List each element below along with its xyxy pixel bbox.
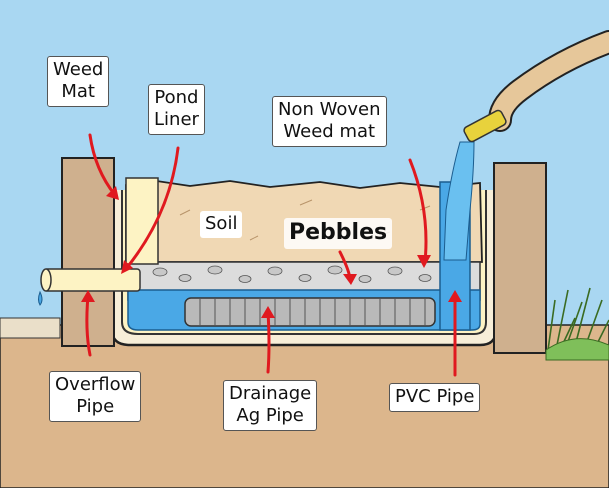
arrow-heads — [81, 186, 462, 318]
label-overflow-line1: Overflow — [55, 374, 136, 395]
liner-upright-left — [125, 177, 159, 265]
overflow-drip — [38, 290, 43, 306]
label-pond-liner-line2: Liner — [154, 109, 199, 130]
pond-liner-arrow — [123, 146, 180, 272]
overflow-pipe — [43, 268, 141, 292]
label-soil: Soil — [200, 211, 243, 238]
grass-base — [545, 338, 609, 361]
water-stream — [443, 141, 475, 261]
label-pebbles: Pebbles — [284, 218, 393, 249]
left-ground-strip — [0, 317, 61, 339]
hose-nozzle — [463, 109, 507, 143]
right-timber-post — [493, 162, 547, 354]
label-pvc-text: PVC Pipe — [395, 386, 475, 407]
pebble-texture — [152, 265, 463, 283]
label-soil-text: Soil — [205, 213, 238, 234]
label-pond-liner: Pond Liner — [148, 84, 205, 135]
weed-mat-arrow — [88, 133, 117, 197]
non-woven-arrow — [408, 158, 428, 264]
label-overflow-pipe: Overflow Pipe — [49, 371, 142, 422]
label-drainage-line1: Drainage — [229, 383, 312, 404]
label-weed-mat-line1: Weed — [53, 59, 104, 80]
drainage-ag-pipe — [184, 297, 436, 327]
label-non-woven-line2: Weed mat — [283, 121, 376, 142]
label-overflow-line2: Pipe — [76, 396, 115, 417]
label-pvc-pipe: PVC Pipe — [389, 383, 481, 412]
label-drainage-ag-pipe: Drainage Ag Pipe — [223, 380, 318, 431]
ag-pipe-ribs — [199, 298, 426, 326]
label-non-woven-line1: Non Woven — [278, 99, 381, 120]
label-pebbles-text: Pebbles — [289, 220, 388, 245]
label-drainage-line2: Ag Pipe — [236, 405, 304, 426]
hose-fill — [490, 32, 609, 130]
label-pond-liner-line1: Pond — [154, 87, 199, 108]
drainage-arrow — [266, 310, 271, 374]
label-non-woven-weed-mat: Non Woven Weed mat — [272, 96, 387, 147]
label-weed-mat: Weed Mat — [47, 56, 110, 107]
overflow-pipe-end — [40, 268, 52, 292]
label-weed-mat-line2: Mat — [61, 81, 95, 102]
